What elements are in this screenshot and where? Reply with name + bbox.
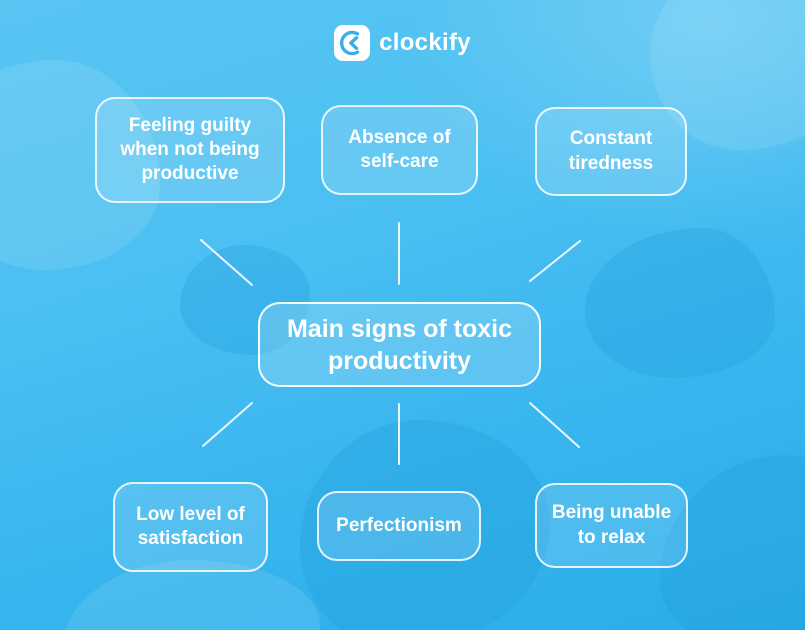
node-label: Feeling guilty when not being productive: [120, 114, 260, 185]
center-node-label: Main signs of toxic productivity: [286, 314, 513, 375]
node-low-satisfaction: Low level of satisfaction: [113, 482, 268, 572]
node-label: Perfectionism: [336, 514, 462, 536]
node-perfectionism: Perfectionism: [317, 491, 481, 561]
arrow-down-right-icon: [529, 402, 580, 448]
node-unable-to-relax: Being unable to relax: [535, 483, 688, 568]
clockify-logo: clockify: [0, 25, 805, 61]
node-label: Low level of satisfaction: [136, 503, 245, 549]
node-label: Constant tiredness: [568, 128, 654, 174]
node-label: Absence of self-care: [348, 126, 451, 172]
clockify-logo-text: clockify: [379, 29, 471, 56]
node-feeling-guilty: Feeling guilty when not being productive: [95, 97, 285, 203]
clockify-clock-icon: [334, 25, 371, 61]
arrow-up-right-icon: [529, 240, 581, 282]
node-absence-self-care: Absence of self-care: [321, 105, 478, 195]
node-constant-tiredness: Constant tiredness: [535, 107, 687, 196]
arrow-down-left-icon: [202, 402, 253, 447]
center-node-main-signs: Main signs of toxic productivity: [258, 302, 541, 387]
arrow-up-left-icon: [200, 239, 253, 286]
node-label: Being unable to relax: [551, 502, 672, 548]
